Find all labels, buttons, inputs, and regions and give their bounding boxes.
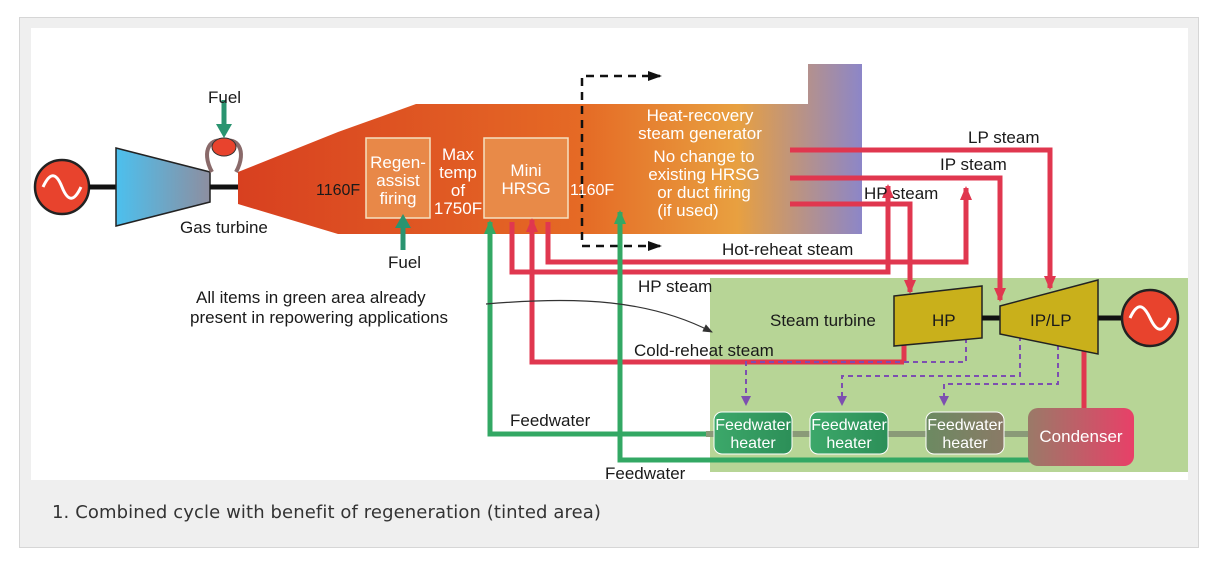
feedwater-pipe-bottom bbox=[614, 210, 1032, 463]
note-label-2: present in repowering applications bbox=[190, 308, 448, 327]
regen-label-1: Regen- bbox=[370, 153, 426, 172]
hrsg-label-1: Heat-recovery bbox=[647, 106, 754, 125]
ip-steam-label: IP steam bbox=[940, 155, 1007, 174]
feedwater-heater-2 bbox=[809, 411, 889, 455]
hp-turbine bbox=[893, 285, 983, 347]
feedwater-pipe-left bbox=[484, 220, 710, 437]
generator-sine-icon bbox=[41, 174, 83, 200]
figure-caption: 1. Combined cycle with benefit of regene… bbox=[52, 502, 602, 523]
hp-steam-right-label: HP steam bbox=[864, 184, 938, 203]
hp-turbine-label: HP bbox=[932, 311, 956, 330]
hot-reheat-pipe bbox=[545, 186, 972, 265]
condenser-label: Condenser bbox=[1039, 427, 1123, 446]
extraction-lines bbox=[741, 336, 1059, 406]
fuel-bottom-label: Fuel bbox=[388, 253, 421, 272]
hrsg-label-6: (if used) bbox=[657, 201, 718, 220]
gas-turbine-label: Gas turbine bbox=[180, 218, 268, 237]
hp-steam-mid-label: HP steam bbox=[638, 277, 712, 296]
mini-hrsg-box bbox=[483, 137, 569, 219]
temp-out-label: 1160F bbox=[570, 182, 614, 199]
fwh1-label-2: heater bbox=[730, 435, 776, 452]
bypass-dashed-top bbox=[580, 71, 662, 240]
condenser bbox=[1028, 408, 1134, 466]
regen-label-3: firing bbox=[380, 189, 417, 208]
hrsg-label-5: or duct firing bbox=[657, 183, 751, 202]
max-temp-label-4: 1750F bbox=[434, 199, 482, 218]
fwh2-label-2: heater bbox=[826, 435, 872, 452]
iplp-turbine-label: IP/LP bbox=[1030, 311, 1072, 330]
hrsg-label-3: No change to bbox=[653, 147, 754, 166]
combined-cycle-diagram: Fuel Gas turbine 1160F Regen- assist fir… bbox=[33, 64, 1188, 483]
mini-hrsg-label-2: HRSG bbox=[501, 179, 550, 198]
regen-assist-firing-box bbox=[365, 137, 431, 219]
hp-steam-pipe-mid bbox=[509, 184, 894, 275]
combustor-can bbox=[211, 137, 237, 157]
fwh2-label-1: Feedwater bbox=[811, 417, 887, 434]
hot-reheat-label: Hot-reheat steam bbox=[722, 240, 853, 259]
cold-reheat-label: Cold-reheat steam bbox=[634, 341, 774, 360]
fwh3-label-1: Feedwater bbox=[927, 417, 1003, 434]
feedwater-heater-1 bbox=[713, 411, 793, 455]
fwh1-label-1: Feedwater bbox=[715, 417, 791, 434]
generator-sine-icon bbox=[1128, 305, 1172, 331]
max-temp-label-2: temp bbox=[439, 163, 477, 182]
temp-in-label: 1160F bbox=[316, 182, 360, 199]
note-label-1: All items in green area already bbox=[196, 288, 426, 307]
feedwater-bottom-label: Feedwater bbox=[605, 464, 686, 480]
mini-hrsg-label-1: Mini bbox=[510, 161, 541, 180]
lp-steam-pipe bbox=[790, 147, 1056, 290]
iplp-turbine bbox=[999, 279, 1099, 355]
fuel-top-label: Fuel bbox=[208, 88, 241, 107]
cold-reheat-pipe bbox=[526, 218, 734, 365]
compressor bbox=[115, 147, 211, 227]
fwh3-label-2: heater bbox=[942, 435, 988, 452]
ip-steam-pipe bbox=[790, 175, 1006, 302]
regen-label-2: assist bbox=[376, 171, 420, 190]
max-temp-label-1: Max bbox=[442, 145, 475, 164]
note-arrow bbox=[485, 299, 713, 333]
feedwater-heater-3 bbox=[925, 411, 1005, 455]
feedwater-left-label: Feedwater bbox=[510, 411, 591, 430]
max-temp-label-3: of bbox=[451, 181, 465, 200]
diagram-canvas: Fuel Gas turbine 1160F Regen- assist fir… bbox=[31, 28, 1188, 483]
hrsg-label-4: existing HRSG bbox=[648, 165, 759, 184]
lp-steam-label: LP steam bbox=[968, 128, 1040, 147]
steam-turbine-label: Steam turbine bbox=[770, 311, 876, 330]
hrsg-label-2: steam generator bbox=[638, 124, 762, 143]
